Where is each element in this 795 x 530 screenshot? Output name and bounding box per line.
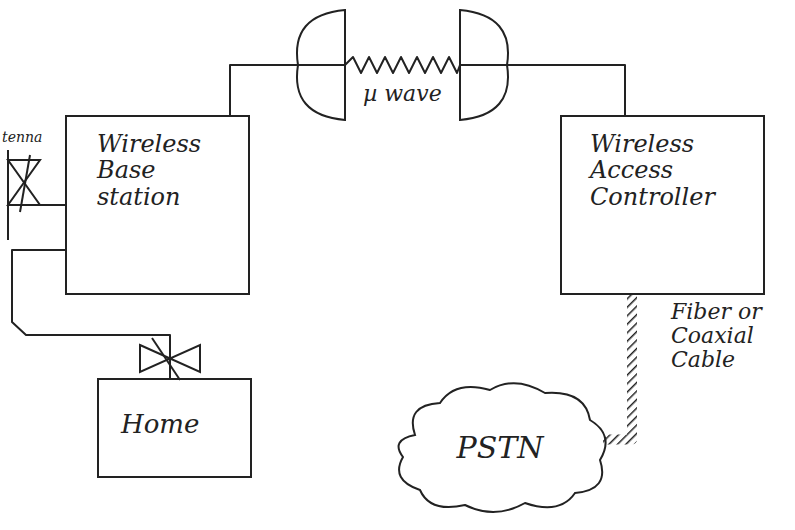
cable-connector [603,295,632,440]
part-label: tenna [2,130,42,145]
edge-label: µ wave [360,82,445,106]
node-text: PSTN [457,431,544,464]
edge-label: Fiber or Coaxial Cable [668,300,774,373]
link-connector [230,57,625,115]
node-text: Home [121,410,241,439]
antenna-symbol [8,150,65,240]
node-text: Wireless Access Controller [590,131,740,210]
process-box: Wireless Base station [65,115,250,295]
network-cloud: PSTN [385,375,615,520]
process-box: Wireless Access Controller [560,115,765,295]
link-connector [12,250,170,378]
process-box: Home [97,378,252,478]
node-text: Wireless Base station [97,131,217,210]
